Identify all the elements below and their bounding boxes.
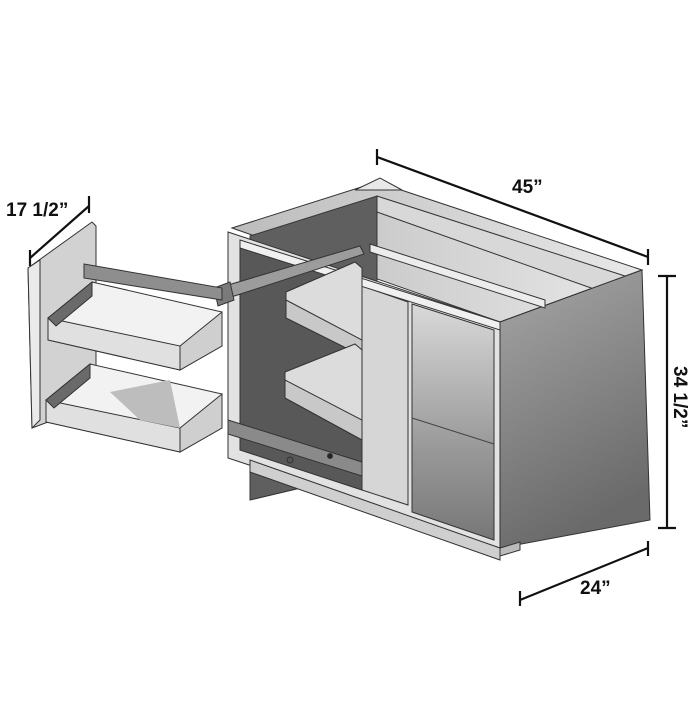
- width-label: 45”: [512, 177, 543, 198]
- height-label: 34 1/2”: [669, 366, 690, 429]
- dimension-lines: [28, 149, 676, 606]
- pullout-depth-label: 17 1/2”: [6, 200, 69, 221]
- depth-label: 24”: [580, 578, 611, 599]
- pullout-unit: [27, 221, 223, 453]
- interior-shelves: [227, 261, 363, 477]
